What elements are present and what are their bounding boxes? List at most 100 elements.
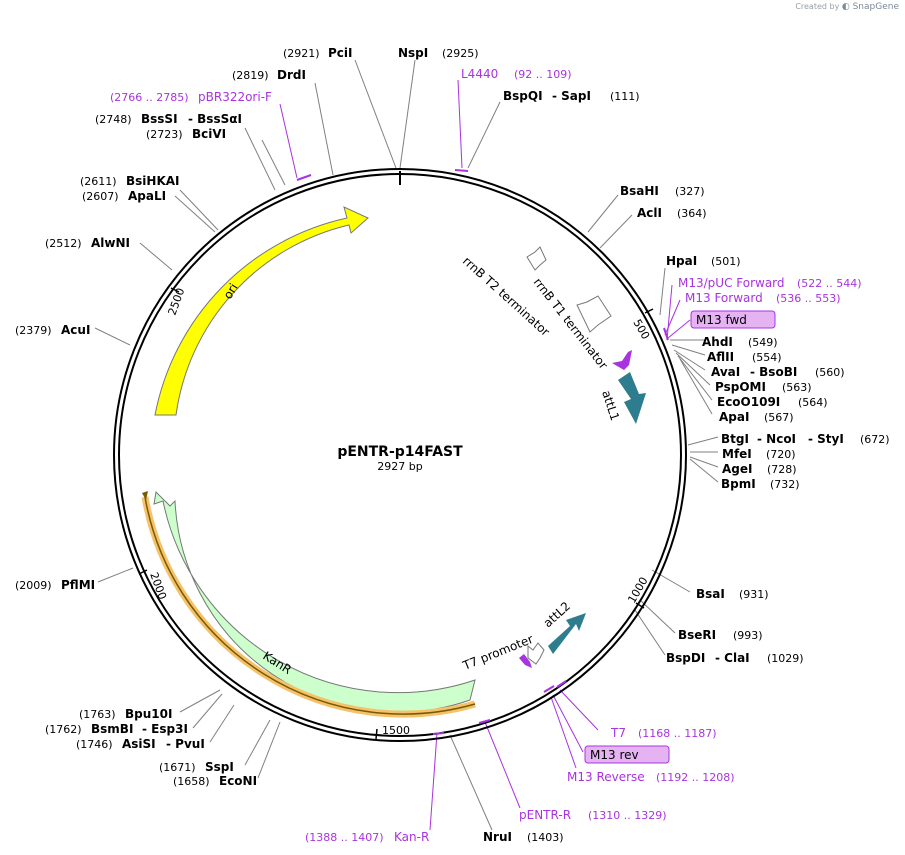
pflmi-pos: (2009) [15, 579, 52, 592]
drdi-site[interactable]: DrdI [277, 68, 306, 82]
bsahi-site[interactable]: BsaHI [620, 184, 659, 198]
econi-pos: (1658) [173, 775, 210, 788]
attl2-feature[interactable] [548, 613, 586, 654]
bpu10i-pos: (1763) [79, 708, 116, 721]
kanr-primer-pos: (1388 .. 1407) [305, 831, 384, 844]
bcivi-pos: (2723) [146, 128, 183, 141]
primer-marks [296, 169, 669, 735]
ahdi-site[interactable]: AhdI [702, 335, 733, 349]
bsai-site[interactable]: BsaI [696, 587, 725, 601]
bseri-pos: (993) [733, 629, 763, 642]
agei-site[interactable]: AgeI [722, 462, 752, 476]
bsihkai-site[interactable]: BsiHKAI [126, 174, 180, 188]
pvui-site[interactable]: - PvuI [166, 737, 205, 751]
ori-feature[interactable] [154, 206, 369, 416]
kanr-primer[interactable]: Kan-R [394, 830, 429, 844]
ecoo109i-pos: (564) [798, 396, 828, 409]
apali-site[interactable]: ApaLI [128, 189, 166, 203]
bsssai-site[interactable]: - BssSαI [188, 112, 242, 126]
attl2-label: attL2 [541, 599, 573, 630]
nspi-site[interactable]: NspI [398, 46, 428, 60]
kanr-feature[interactable] [153, 490, 476, 713]
sspi-site[interactable]: SspI [205, 760, 234, 774]
bsmbi-pos: (1762) [45, 723, 82, 736]
m13puc-primer[interactable]: M13/pUC Forward [678, 276, 785, 290]
bsahi-pos: (327) [675, 185, 705, 198]
asisi-pos: (1746) [76, 738, 113, 751]
tick-label-500: 500 [630, 317, 652, 342]
aflii-site[interactable]: AflII [707, 350, 734, 364]
btgi-pos: (672) [860, 433, 890, 446]
bspqi-site[interactable]: BspQI [503, 89, 543, 103]
tick-label-1500: 1500 [382, 724, 410, 737]
styi-site[interactable]: - StyI [808, 432, 844, 446]
snapgene-logo: ◐ SnapGene [841, 2, 899, 12]
pflmi-site[interactable]: PflMI [61, 578, 95, 592]
bsihkai-pos: (2611) [80, 175, 117, 188]
pspomi-site[interactable]: PspOMI [715, 380, 766, 394]
pbr322-pos: (2766 .. 2785) [110, 91, 189, 104]
avai-site[interactable]: AvaI [711, 365, 740, 379]
t7-promoter-feature[interactable] [527, 642, 545, 665]
attl1-feature[interactable] [618, 372, 646, 424]
l4440-pos: (92 .. 109) [514, 68, 572, 81]
acui-site[interactable]: AcuI [61, 323, 90, 337]
m13rev-primer[interactable]: M13 Reverse [567, 770, 645, 784]
plasmid-size: 2927 bp [377, 460, 422, 473]
tick-marks [138, 287, 654, 740]
pcii-site[interactable]: PciI [328, 46, 353, 60]
rrnb-t2-terminator[interactable] [526, 246, 547, 271]
t7-primer[interactable]: T7 [610, 726, 626, 740]
l4440-primer[interactable]: L4440 [461, 67, 498, 81]
m13rev-box[interactable] [584, 745, 670, 764]
leader-lines [94, 59, 719, 831]
asisi-site[interactable]: AsiSI [122, 737, 156, 751]
credit-brand: SnapGene [852, 2, 899, 12]
bpmi-site[interactable]: BpmI [721, 477, 756, 491]
sapi-pos: (111) [610, 90, 640, 103]
sapi-site[interactable]: - SapI [552, 89, 591, 103]
m13fwd-box[interactable] [690, 310, 776, 329]
pcii-pos: (2921) [283, 47, 320, 60]
nrui-site[interactable]: NruI [483, 830, 512, 844]
rrnb-t1-terminator[interactable] [576, 295, 612, 333]
ncoi-site[interactable]: - NcoI [757, 432, 796, 446]
t7-small-feature[interactable] [519, 654, 532, 668]
bsobi-site[interactable]: - BsoBI [750, 365, 797, 379]
pbr322-primer[interactable]: pBR322ori-F [198, 90, 272, 104]
apai-pos: (567) [764, 411, 794, 424]
esp3i-site[interactable]: - Esp3I [142, 722, 188, 736]
apali-pos: (2607) [82, 190, 119, 203]
econi-site[interactable]: EcoNI [219, 774, 257, 788]
mfei-pos: (720) [766, 448, 796, 461]
alwni-pos: (2512) [45, 237, 82, 250]
credit-prefix: Created by [795, 2, 840, 11]
pentr-pos: (1310 .. 1329) [588, 809, 667, 822]
mfei-site[interactable]: MfeI [722, 447, 752, 461]
clai-site[interactable]: - ClaI [715, 651, 750, 665]
btgi-site[interactable]: BtgI [721, 432, 749, 446]
hpai-site[interactable]: HpaI [666, 254, 697, 268]
bpu10i-site[interactable]: Bpu10I [125, 707, 172, 721]
nspi-pos: (2925) [442, 47, 479, 60]
acui-pos: (2379) [15, 324, 52, 337]
apai-site[interactable]: ApaI [719, 410, 749, 424]
bseri-site[interactable]: BseRI [678, 628, 716, 642]
bcivi-site[interactable]: BciVI [192, 127, 226, 141]
ahdi-pos: (549) [748, 336, 778, 349]
pentr-primer[interactable]: pENTR-R [519, 808, 571, 822]
bsssi-site[interactable]: BssSI [141, 112, 178, 126]
bspdi-site[interactable]: BspDI [666, 651, 705, 665]
bpmi-pos: (732) [770, 478, 800, 491]
ecoo109i-site[interactable]: EcoO109I [717, 395, 780, 409]
bsmbi-site[interactable]: BsmBI [91, 722, 133, 736]
alwni-site[interactable]: AlwNI [91, 236, 130, 250]
attl1-small-feature[interactable] [612, 350, 632, 370]
hpai-pos: (501) [711, 255, 741, 268]
backbone-outer [113, 168, 687, 742]
m13puc-pos: (522 .. 544) [797, 277, 862, 290]
sspi-pos: (1671) [159, 761, 196, 774]
acli-site[interactable]: AclI [637, 206, 662, 220]
m13fwd-primer[interactable]: M13 Forward [685, 291, 763, 305]
